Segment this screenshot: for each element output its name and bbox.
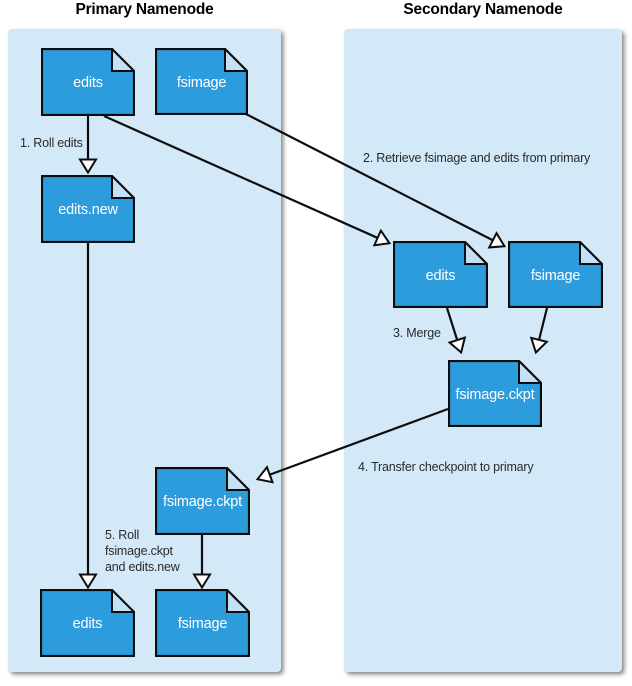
document-node-primary-edits-bottom: edits <box>40 589 135 657</box>
document-node-primary-edits-top: edits <box>41 48 135 116</box>
document-node-primary-fsimage-bottom: fsimage <box>155 589 250 657</box>
step-3-label: 3. Merge <box>393 326 441 340</box>
panel-secondary <box>344 29 622 672</box>
step-2-label: 2. Retrieve fsimage and edits from prima… <box>363 151 591 165</box>
folded-corner-icon <box>464 241 488 265</box>
document-label: edits <box>425 267 456 284</box>
document-label: fsimage.ckpt <box>455 386 535 403</box>
folded-corner-icon <box>518 360 542 384</box>
panel-primary <box>8 29 281 672</box>
folded-corner-icon <box>226 589 250 613</box>
folded-corner-icon <box>224 48 248 72</box>
document-page-icon <box>448 360 542 427</box>
step-5-label: 5. Roll fsimage.ckpt and edits.new <box>105 528 180 574</box>
secondary-namenode-title: Secondary Namenode <box>403 1 563 18</box>
document-label: fsimage.ckpt <box>163 494 242 510</box>
folded-corner-icon <box>226 467 250 491</box>
folded-corner-icon <box>579 241 603 265</box>
document-label: edits.new <box>58 202 118 218</box>
document-node-primary-edits-new: edits.new <box>41 175 135 243</box>
document-node-secondary-fsimage-ckpt: fsimage.ckpt <box>448 360 542 427</box>
document-page-icon <box>508 241 603 308</box>
document-page-icon <box>40 589 135 657</box>
document-page-icon <box>155 48 248 115</box>
document-page-icon <box>41 48 135 116</box>
document-page-icon <box>155 589 250 657</box>
step-4-label: 4. Transfer checkpoint to primary <box>358 460 534 474</box>
document-label: fsimage <box>530 267 581 284</box>
folded-corner-icon <box>111 48 135 72</box>
document-label: edits <box>72 616 103 632</box>
step-1-label: 1. Roll edits <box>20 136 83 150</box>
document-label: fsimage <box>176 74 227 91</box>
document-node-primary-fsimage-ckpt: fsimage.ckpt <box>155 467 250 535</box>
document-node-secondary-fsimage: fsimage <box>508 241 603 308</box>
document-node-primary-fsimage-top: fsimage <box>155 48 248 115</box>
primary-namenode-title: Primary Namenode <box>75 1 214 18</box>
folded-corner-icon <box>111 589 135 613</box>
document-label: edits <box>73 75 103 91</box>
document-label: fsimage <box>177 616 228 632</box>
document-node-secondary-edits: edits <box>393 241 488 308</box>
document-page-icon <box>155 467 250 535</box>
